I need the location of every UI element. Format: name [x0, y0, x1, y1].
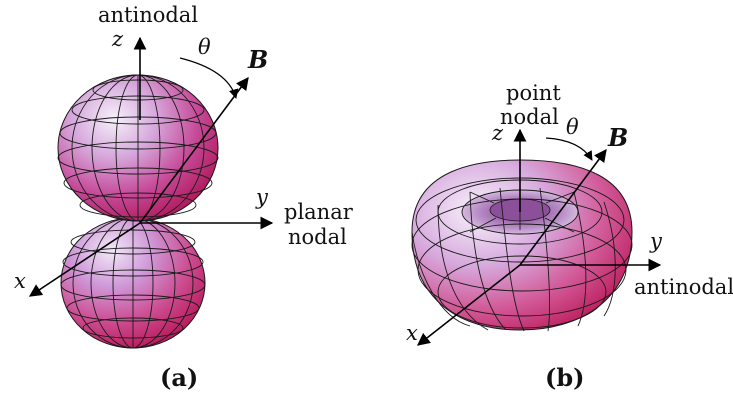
torus-lobe — [411, 159, 633, 332]
label-point-b: point — [506, 81, 561, 105]
x-axis-b — [416, 264, 521, 346]
label-antinodal-a: antinodal — [98, 3, 198, 27]
label-planar-a: planar — [284, 200, 354, 224]
label-nodal-b: nodal — [500, 105, 559, 129]
b-vector-b — [519, 148, 607, 266]
theta-arc-a — [179, 57, 239, 99]
b-vector-a — [139, 76, 249, 224]
theta-arc-b — [545, 137, 593, 161]
lower-lobe — [60, 217, 206, 349]
label-x-b: x — [406, 321, 418, 345]
label-B-b: B — [607, 123, 628, 152]
upper-lobe — [57, 74, 219, 222]
axes-a — [28, 36, 274, 297]
label-antinodal-b: antinodal — [634, 275, 733, 299]
label-y-b: y — [649, 229, 663, 253]
panel-a: antinodal z θ B y planar nodal x (a) — [14, 3, 354, 392]
label-nodal-a: nodal — [288, 225, 347, 249]
axes-b — [416, 128, 662, 346]
label-z-a: z — [111, 27, 124, 51]
caption-a: (a) — [160, 363, 198, 392]
label-y-a: y — [255, 185, 269, 209]
panel-b: point nodal z θ B y antinodal x (b) — [406, 81, 733, 392]
label-B-a: B — [247, 45, 268, 74]
label-theta-b: θ — [566, 115, 579, 139]
label-z-b: z — [491, 121, 504, 145]
label-theta-a: θ — [198, 35, 211, 59]
x-axis-a — [28, 222, 141, 297]
caption-b: (b) — [545, 363, 585, 392]
label-x-a: x — [14, 269, 26, 293]
